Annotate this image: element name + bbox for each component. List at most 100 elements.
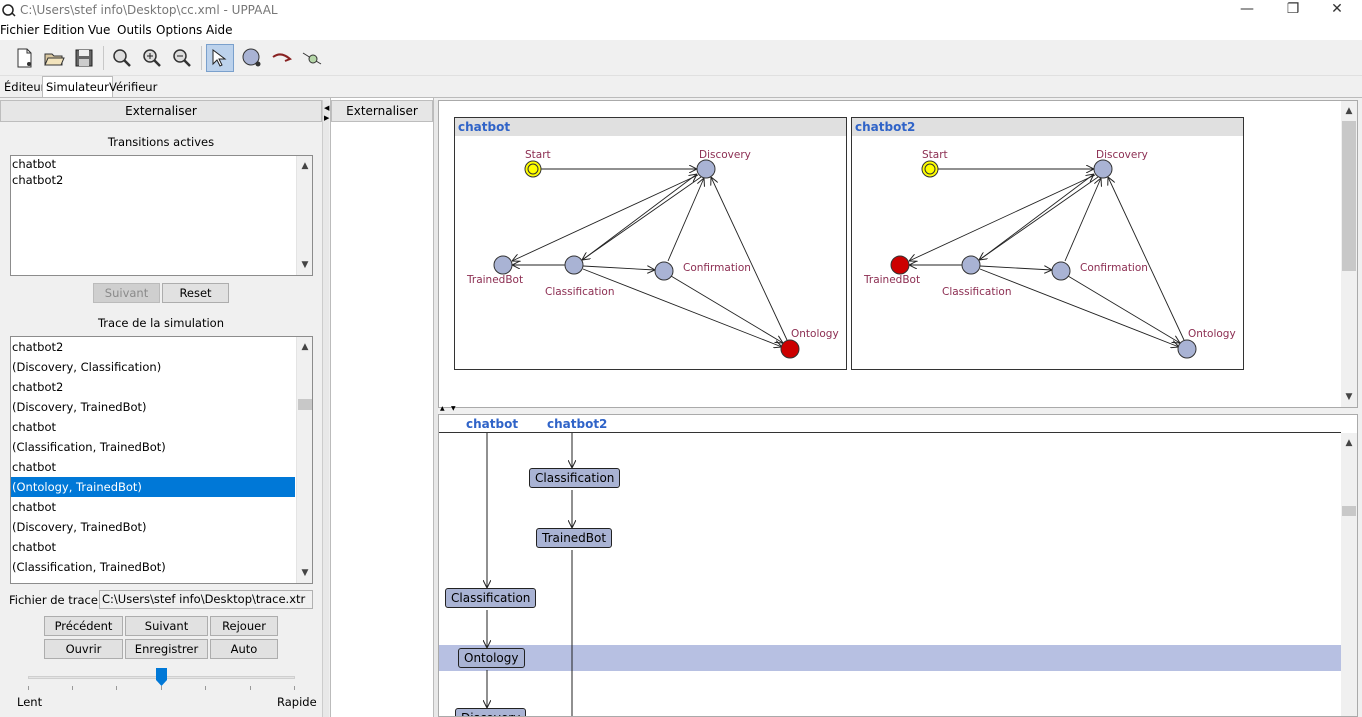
scroll-thumb[interactable] [298,399,312,410]
transitions-scrollbar[interactable]: ▲ ▼ [296,156,312,275]
location-label: Classification [942,286,1011,298]
trace-item[interactable]: chatbot [12,500,57,514]
select-tool-button[interactable] [206,44,234,72]
msc-state-box[interactable]: Classification [445,588,537,608]
automaton-diagram[interactable]: Start Discovery TrainedBot Classificatio… [455,136,846,369]
reset-button[interactable]: Reset [162,283,229,303]
msc-state-box[interactable]: Discovery [455,708,527,716]
scroll-thumb[interactable] [1342,121,1356,271]
edge-ontology-discovery [711,177,788,341]
next-transition-button[interactable]: Suivant [93,283,160,303]
trace-item[interactable]: (Discovery, TrainedBot) [12,520,147,534]
speed-slider-thumb[interactable] [156,668,167,686]
zoom-in-button[interactable] [138,44,166,72]
menu-outils[interactable]: Outils [117,23,152,37]
add-location-button[interactable] [238,44,266,72]
add-edge-button[interactable] [268,44,296,72]
zoom-out-icon [173,49,191,67]
trace-item-selected[interactable]: (Ontology, TrainedBot) [11,477,295,497]
tab-verifieur[interactable]: Vérifieur [109,80,158,94]
scroll-up-icon[interactable]: ▲ [301,342,309,352]
externalize-left-button[interactable]: Externaliser [0,100,322,122]
transition-item[interactable]: chatbot [12,157,57,171]
tab-editeur[interactable]: Éditeur [4,80,46,94]
trace-file-field[interactable]: C:\Users\stef info\Desktop\trace.xtr [99,590,313,609]
menu-fichier[interactable]: Fichier [0,23,40,37]
panel-splitter[interactable]: ◀ ▶ [322,100,329,717]
menu-options[interactable]: Options [156,23,203,37]
trace-item[interactable]: chatbot [12,460,57,474]
save-button[interactable] [70,44,98,72]
scroll-thumb[interactable] [1342,506,1356,516]
open-button[interactable] [40,44,68,72]
process-chatbot[interactable]: chatbot [454,117,847,370]
tab-simulateur[interactable]: Simulateur [42,76,113,98]
scroll-up-icon[interactable]: ▲ [1345,106,1353,116]
uppaal-app-icon [2,4,16,17]
maximize-button[interactable]: ❐ [1286,1,1300,17]
process-chatbot2[interactable]: chatbot2 [851,117,1244,370]
location-ontology [780,339,800,359]
previous-button[interactable]: Précédent [44,616,123,636]
process-view-scrollbar[interactable]: ▲ ▼ [1341,101,1357,407]
view-splitter[interactable]: ▲ ▼ [438,405,1358,414]
trace-item[interactable]: chatbot2 [12,380,64,394]
automaton-diagram[interactable]: Start Discovery TrainedBot Classificatio… [852,136,1243,369]
open-trace-button[interactable]: Ouvrir [44,639,123,659]
trace-item[interactable]: (Classification, TrainedBot) [12,560,166,574]
msc-state-box[interactable]: TrainedBot [536,528,613,548]
splitter-right-arrow-icon: ▶ [324,114,330,122]
msc-state-box-highlighted[interactable]: Ontology [458,648,525,668]
edge-discovery-classification [979,176,1099,260]
msc-scrollbar[interactable]: ▲ [1341,433,1357,716]
location-label: Discovery [699,149,751,161]
scroll-down-icon[interactable]: ▼ [301,568,309,578]
simulation-trace-list[interactable]: chatbot2 (Discovery, Classification) cha… [10,336,313,584]
speed-slider[interactable] [28,668,295,692]
replay-button[interactable]: Rejouer [210,616,278,636]
menu-aide[interactable]: Aide [206,23,233,37]
msc-state-box[interactable]: Classification [529,468,621,488]
edge-classification-discovery [977,174,1094,262]
save-trace-button[interactable]: Enregistrer [125,639,208,659]
trace-label: Trace de la simulation [97,316,225,330]
externalize-middle-button[interactable]: Externaliser [331,100,433,122]
menu-vue[interactable]: Vue [88,23,111,37]
menu-edition[interactable]: Edition [43,23,85,37]
location-confirmation [1051,261,1071,281]
trace-item[interactable]: chatbot [12,540,57,554]
scroll-down-icon[interactable]: ▼ [301,260,309,270]
trace-scrollbar[interactable]: ▲ ▼ [296,337,312,583]
new-file-button[interactable] [10,44,38,72]
message-sequence-chart[interactable]: chatbot chatbot2 Classification TrainedB… [438,414,1358,717]
auto-button[interactable]: Auto [210,639,278,659]
scroll-up-icon[interactable]: ▲ [1345,438,1353,448]
toolbar [0,40,1362,76]
minimize-button[interactable]: — [1240,1,1254,17]
add-nail-button[interactable] [298,44,326,72]
msc-highlight-row [439,645,1341,671]
location-label: Ontology [1188,328,1236,340]
scroll-down-icon[interactable]: ▼ [1345,392,1353,402]
location-ontology [1177,339,1197,359]
trace-item[interactable]: (Discovery, TrainedBot) [12,400,147,414]
active-transitions-list[interactable]: chatbot chatbot2 ▲ ▼ [10,155,313,276]
magnifier-icon [113,49,131,67]
location-classification [961,255,981,275]
close-button[interactable]: ✕ [1331,1,1343,17]
process-view[interactable]: chatbot [438,100,1358,408]
zoom-button[interactable] [108,44,136,72]
open-folder-icon [44,53,65,66]
panel-splitter[interactable] [434,100,438,717]
trace-item[interactable]: (Classification, TrainedBot) [12,440,166,454]
location-start [524,160,542,178]
trace-item[interactable]: (Discovery, Classification) [12,360,162,374]
location-label: Confirmation [683,262,751,274]
next-button[interactable]: Suivant [125,616,208,636]
scroll-up-icon[interactable]: ▲ [301,161,309,171]
zoom-out-button[interactable] [168,44,196,72]
trace-item[interactable]: chatbot2 [12,340,64,354]
transition-item[interactable]: chatbot2 [12,173,64,187]
trace-item[interactable]: chatbot [12,420,57,434]
trace-file-label: Fichier de trace: [9,593,102,607]
